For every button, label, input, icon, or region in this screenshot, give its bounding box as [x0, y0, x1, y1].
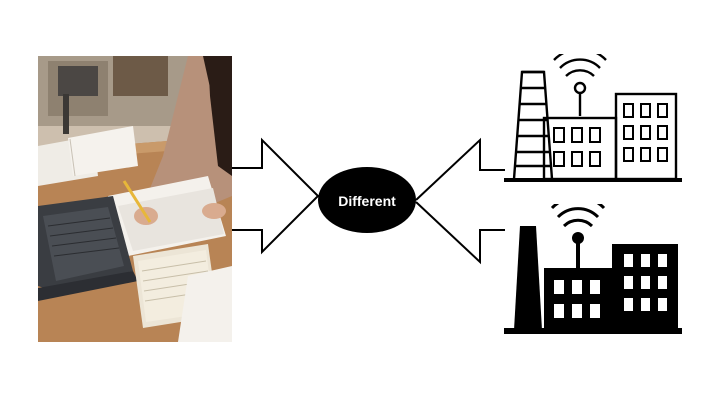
factory-outline-icon	[500, 47, 686, 188]
top-right-arrow-icon	[415, 137, 505, 201]
factory-solid-icon	[500, 195, 686, 340]
student-photo-illustration	[38, 56, 232, 342]
left-arrow-icon	[232, 137, 320, 255]
center-ellipse	[318, 167, 416, 233]
bottom-right-arrow-icon	[415, 201, 505, 265]
student-studying-photo	[38, 56, 232, 342]
